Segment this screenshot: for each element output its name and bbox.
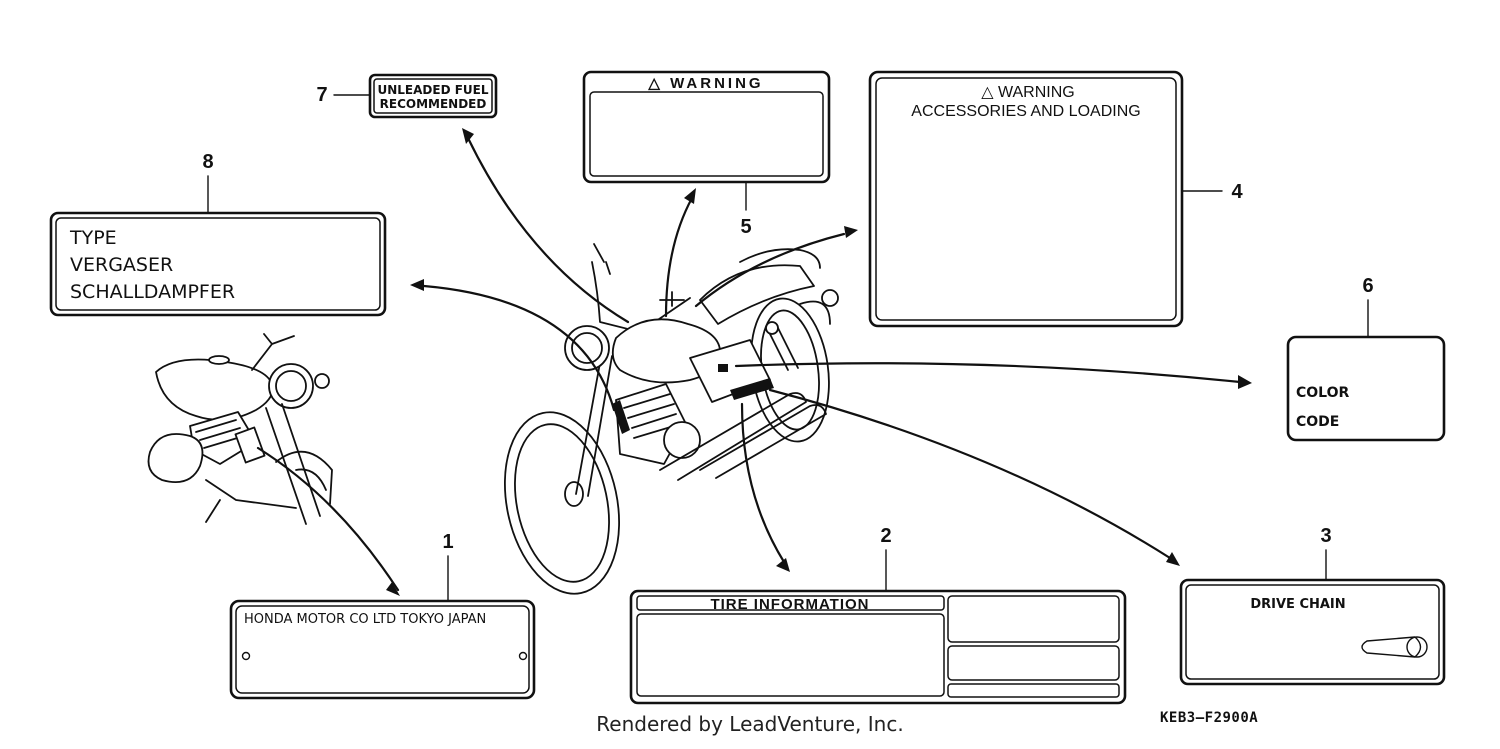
accessories-text: ACCESSORIES AND LOADING [911, 103, 1140, 120]
type-line3: SCHALLDAMPFER [70, 281, 235, 303]
label-color-code[interactable]: COLOR CODE [1286, 335, 1446, 442]
callout-5: 5 [740, 216, 751, 238]
arrow-to-label-3 [768, 388, 1172, 560]
color-line1: COLOR [1296, 385, 1349, 401]
warning-large-text: △ WARNING [981, 84, 1074, 101]
label-accessories-loading[interactable]: △ WARNING ACCESSORIES AND LOADING [868, 70, 1184, 328]
label-tire-information[interactable]: TIRE INFORMATION [629, 589, 1127, 705]
footer-credit: Rendered by LeadVenture, Inc. [596, 712, 904, 736]
rivet-right [518, 651, 528, 661]
arrowhead-3 [1166, 552, 1180, 566]
type-line1: TYPE [69, 227, 117, 249]
arrowhead-1 [386, 582, 400, 596]
motorcycle-main-icon [504, 243, 839, 595]
arrowhead-2 [776, 558, 790, 572]
arrow-to-label-1 [256, 446, 400, 592]
drive-chain-text: DRIVE CHAIN [1250, 597, 1345, 612]
callout-2: 2 [880, 525, 891, 547]
arrowhead-7 [462, 128, 474, 144]
honda-text: HONDA MOTOR CO LTD TOKYO JAPAN [244, 612, 486, 627]
label-unleaded-fuel[interactable]: UNLEADED FUEL RECOMMENDED [368, 73, 498, 119]
label-drive-chain[interactable]: DRIVE CHAIN [1179, 578, 1446, 686]
tire-text: TIRE INFORMATION [710, 596, 869, 613]
arrow-to-label-4 [694, 232, 846, 308]
unleaded-line2: RECOMMENDED [380, 97, 487, 111]
warning-small-text: △ WARNING [647, 75, 763, 92]
arrow-to-label-6 [734, 362, 1242, 384]
arrowhead-8 [410, 279, 424, 291]
arrowhead-6 [1238, 375, 1252, 389]
diagram-code: KEB3–F2900A [1160, 710, 1259, 726]
arrow-to-label-5 [664, 196, 694, 318]
callout-1: 1 [442, 531, 453, 553]
arrow-to-label-8 [422, 284, 616, 412]
rivet-left [241, 651, 251, 661]
callout-6: 6 [1362, 275, 1373, 297]
callout-7: 7 [316, 84, 327, 106]
arrowhead-5 [684, 188, 696, 204]
arrowhead-4 [844, 226, 858, 238]
callout-4: 4 [1231, 181, 1243, 203]
label-warning-small[interactable]: △ WARNING [582, 70, 831, 184]
type-line2: VERGASER [70, 254, 173, 276]
motorcycle-side-view-icon [147, 333, 333, 525]
chain-adjuster-icon [1361, 636, 1428, 658]
label-honda-plate[interactable]: HONDA MOTOR CO LTD TOKYO JAPAN [229, 599, 536, 700]
color-line2: CODE [1296, 414, 1339, 430]
unleaded-line1: UNLEADED FUEL [378, 83, 489, 97]
callout-3: 3 [1320, 525, 1331, 547]
callout-8: 8 [202, 151, 213, 173]
arrow-to-label-7 [466, 136, 630, 324]
label-type-vergaser[interactable]: TYPE VERGASER SCHALLDAMPFER [49, 211, 387, 317]
arrow-to-label-2 [740, 402, 786, 564]
